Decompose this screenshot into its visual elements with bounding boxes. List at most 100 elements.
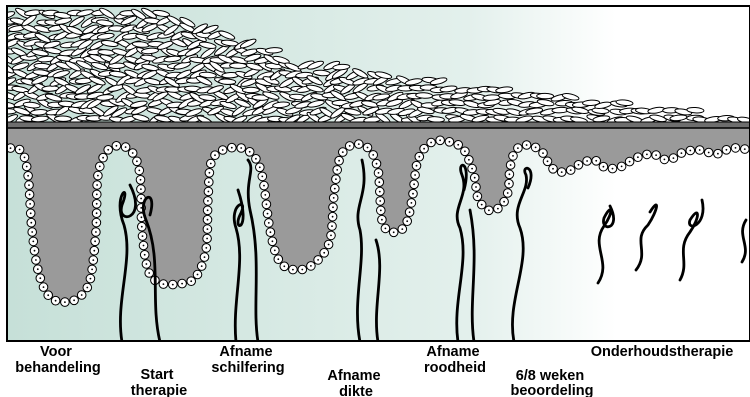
cell-nucleus	[381, 219, 383, 221]
label-beoordeling: 6/8 weken beoordeling	[511, 368, 594, 397]
label-afname-dikte: Afname dikte	[327, 368, 384, 397]
cell-nucleus	[726, 149, 728, 151]
cell-nucleus	[43, 286, 45, 288]
cell-nucleus	[30, 222, 32, 224]
cell-nucleus	[708, 152, 710, 154]
cell-nucleus	[689, 150, 691, 152]
cell-nucleus	[681, 152, 683, 154]
cell-nucleus	[332, 206, 334, 208]
cell-nucleus	[333, 197, 335, 199]
cell-nucleus	[29, 194, 31, 196]
cell-nucleus	[378, 181, 380, 183]
cell-nucleus	[140, 188, 142, 190]
cell-nucleus	[717, 153, 719, 155]
cell-nucleus	[214, 154, 216, 156]
cell-nucleus	[222, 149, 224, 151]
cell-nucleus	[29, 203, 31, 205]
cell-nucleus	[385, 228, 387, 230]
cell-nucleus	[263, 185, 265, 187]
label-onderhoudstherapie: Onderhoudstherapie	[591, 344, 734, 360]
cell-nucleus	[334, 188, 336, 190]
cell-nucleus	[116, 145, 118, 147]
cell-nucleus	[488, 209, 490, 211]
cell-nucleus	[47, 294, 49, 296]
cell-nucleus	[140, 198, 142, 200]
cell-nucleus	[231, 147, 233, 149]
cell-nucleus	[206, 238, 208, 240]
cell-nucleus	[140, 179, 142, 181]
cell-nucleus	[210, 163, 212, 165]
cell-nucleus	[132, 152, 134, 154]
cell-nucleus	[637, 156, 639, 158]
cell-nucleus	[146, 263, 148, 265]
cell-nucleus	[406, 220, 408, 222]
cell-nucleus	[468, 159, 470, 161]
cell-nucleus	[310, 265, 312, 267]
cell-nucleus	[172, 284, 174, 286]
cell-nucleus	[418, 156, 420, 158]
cell-nucleus	[621, 166, 623, 168]
cell-nucleus	[481, 204, 483, 206]
cell-nucleus	[30, 212, 32, 214]
cell-nucleus	[358, 143, 360, 145]
cell-nucleus	[125, 146, 127, 148]
cell-nucleus	[457, 144, 459, 146]
cell-nucleus	[423, 148, 425, 150]
cell-nucleus	[349, 145, 351, 147]
cell-nucleus	[267, 213, 269, 215]
cell-nucleus	[26, 166, 28, 168]
cell-nucleus	[86, 287, 88, 289]
cell-nucleus	[27, 175, 29, 177]
cell-nucleus	[510, 164, 512, 166]
cell-nucleus	[205, 247, 207, 249]
cell-nucleus	[143, 245, 145, 247]
cell-nucleus	[144, 254, 146, 256]
cell-nucleus	[336, 169, 338, 171]
cell-nucleus	[323, 252, 325, 254]
stage-labels: Voor behandeling Start therapie Afname s…	[15, 344, 733, 397]
cell-nucleus	[474, 177, 476, 179]
scale-flake	[54, 116, 71, 122]
cell-nucleus	[603, 166, 605, 168]
cell-nucleus	[207, 200, 209, 202]
cell-nucleus	[379, 200, 381, 202]
cell-nucleus	[92, 259, 94, 261]
cell-nucleus	[142, 235, 144, 237]
cell-nucleus	[136, 160, 138, 162]
cell-nucleus	[274, 250, 276, 252]
cell-nucleus	[509, 173, 511, 175]
cell-nucleus	[412, 193, 414, 195]
cell-nucleus	[95, 231, 97, 233]
cell-nucleus	[332, 216, 334, 218]
cell-nucleus	[586, 160, 588, 162]
cell-nucleus	[240, 147, 242, 149]
cell-nucleus	[317, 259, 319, 261]
cell-nucleus	[268, 222, 270, 224]
scale-flake	[265, 47, 282, 53]
cell-nucleus	[416, 165, 418, 167]
cell-nucleus	[503, 201, 505, 203]
cell-nucleus	[28, 184, 30, 186]
cell-nucleus	[99, 166, 101, 168]
cell-nucleus	[331, 225, 333, 227]
cell-nucleus	[73, 299, 75, 301]
cell-nucleus	[64, 301, 66, 303]
scale-flake	[242, 87, 259, 92]
cell-nucleus	[96, 194, 98, 196]
cell-nucleus	[35, 259, 37, 261]
cell-nucleus	[570, 169, 572, 171]
cell-nucleus	[94, 240, 96, 242]
cell-nucleus	[163, 283, 165, 285]
cell-nucleus	[367, 147, 369, 149]
cell-nucleus	[328, 244, 330, 246]
cell-nucleus	[535, 147, 537, 149]
label-afname-roodheid: Afname roodheid	[424, 344, 486, 376]
cell-nucleus	[595, 160, 597, 162]
cell-nucleus	[107, 149, 109, 151]
cell-nucleus	[90, 278, 92, 280]
cell-nucleus	[372, 154, 374, 156]
cell-nucleus	[141, 216, 143, 218]
cell-nucleus	[477, 195, 479, 197]
cell-nucleus	[91, 269, 93, 271]
scale-flake	[30, 109, 47, 115]
